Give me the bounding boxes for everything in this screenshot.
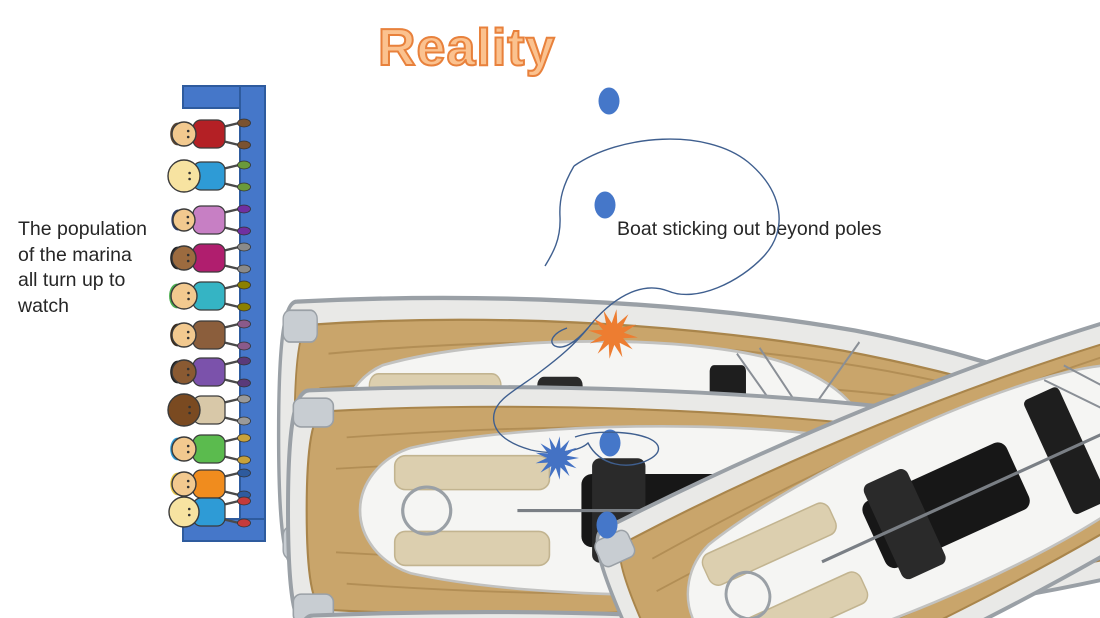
rope-bow-drop-path [544, 165, 575, 267]
mooring-pole [599, 429, 621, 457]
mooring-poles [594, 87, 621, 539]
crowd-person [170, 118, 251, 150]
crowd-person [169, 280, 251, 312]
crowd-person [171, 204, 251, 236]
marina-population-note: The population of the marina all turn up… [18, 218, 148, 317]
crowd-person [167, 393, 251, 427]
pole-collision-burst [588, 309, 638, 359]
rope-main-path [493, 138, 780, 466]
crowd-person [170, 356, 251, 388]
mooring-pole [596, 511, 618, 539]
crowd-person [170, 319, 251, 351]
crowd-clipart [167, 118, 251, 528]
crowd-person [170, 468, 251, 500]
rope-pole-hook-path [551, 327, 589, 348]
crowd-person [168, 496, 251, 528]
rope-line [493, 138, 780, 466]
crowd-person [170, 242, 251, 274]
slide-title: Reality [377, 18, 556, 78]
crowd-person [167, 159, 251, 193]
mooring-pole [598, 87, 620, 115]
crowd-person [170, 433, 251, 465]
prop-collision-burst [535, 436, 579, 480]
mooring-pole [594, 191, 616, 219]
label-boat-sticking-out: Boat sticking out beyond poles [617, 218, 882, 240]
